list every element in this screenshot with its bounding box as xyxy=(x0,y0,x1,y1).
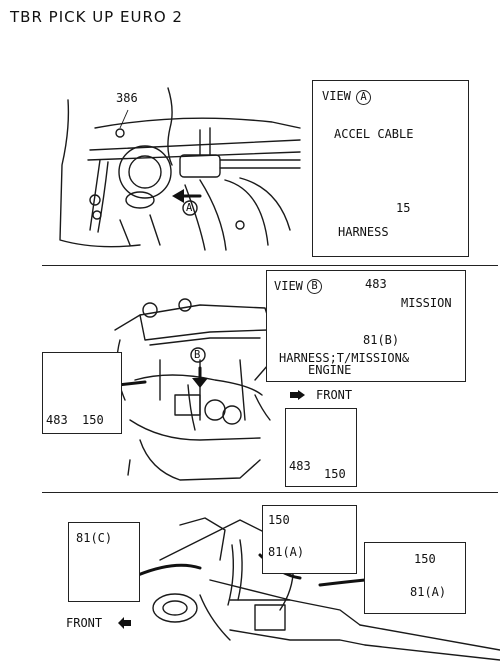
clip-box-right-bottom xyxy=(364,542,466,614)
accel-cable-label: ACCEL CABLE xyxy=(334,127,414,141)
view-b-heading: VIEW xyxy=(274,279,303,293)
clip-box-right xyxy=(285,408,357,487)
mission-label: MISSION xyxy=(401,296,452,310)
part-150-left: 150 xyxy=(82,413,104,427)
view-a-symbol: A xyxy=(356,90,371,105)
view-b-symbol: B xyxy=(307,279,322,294)
section-divider-2 xyxy=(42,492,498,493)
part-150-right-bottom: 150 xyxy=(414,552,436,566)
front-label-mid: FRONT xyxy=(316,388,353,402)
page-title: TBR PICK UP EURO 2 xyxy=(10,8,183,26)
clip-box-left xyxy=(42,352,122,434)
part-81a-right-bottom: 81(A) xyxy=(410,585,447,599)
part-150-right: 150 xyxy=(324,467,346,481)
part-81c-label: 81(C) xyxy=(76,531,113,545)
front-label-bottom: FRONT xyxy=(66,616,103,630)
harness-engine-label: ENGINE xyxy=(308,363,352,377)
view-b-box xyxy=(266,270,466,382)
callout-386: 386 xyxy=(116,91,138,105)
harness-label: HARNESS xyxy=(338,225,389,239)
clip-box-81c xyxy=(68,522,140,602)
part-15-label: 15 xyxy=(396,201,411,215)
harness-tmission-label: HARNESS;T/MISSION& xyxy=(279,351,410,365)
part-81a-box: 81(A) xyxy=(268,545,305,559)
part-483-left: 483 xyxy=(46,413,68,427)
part-81b-label: 81(B) xyxy=(363,333,400,347)
part-483-view-b: 483 xyxy=(365,277,387,291)
view-a-box xyxy=(312,80,469,257)
view-a-heading: VIEW xyxy=(322,89,351,103)
clip-box-81a xyxy=(262,505,357,574)
view-a-marker: A xyxy=(186,202,193,214)
section-divider-1 xyxy=(42,265,498,266)
view-b-marker: B xyxy=(194,349,201,361)
part-150-box: 150 xyxy=(268,513,290,527)
part-483-right: 483 xyxy=(289,459,311,473)
